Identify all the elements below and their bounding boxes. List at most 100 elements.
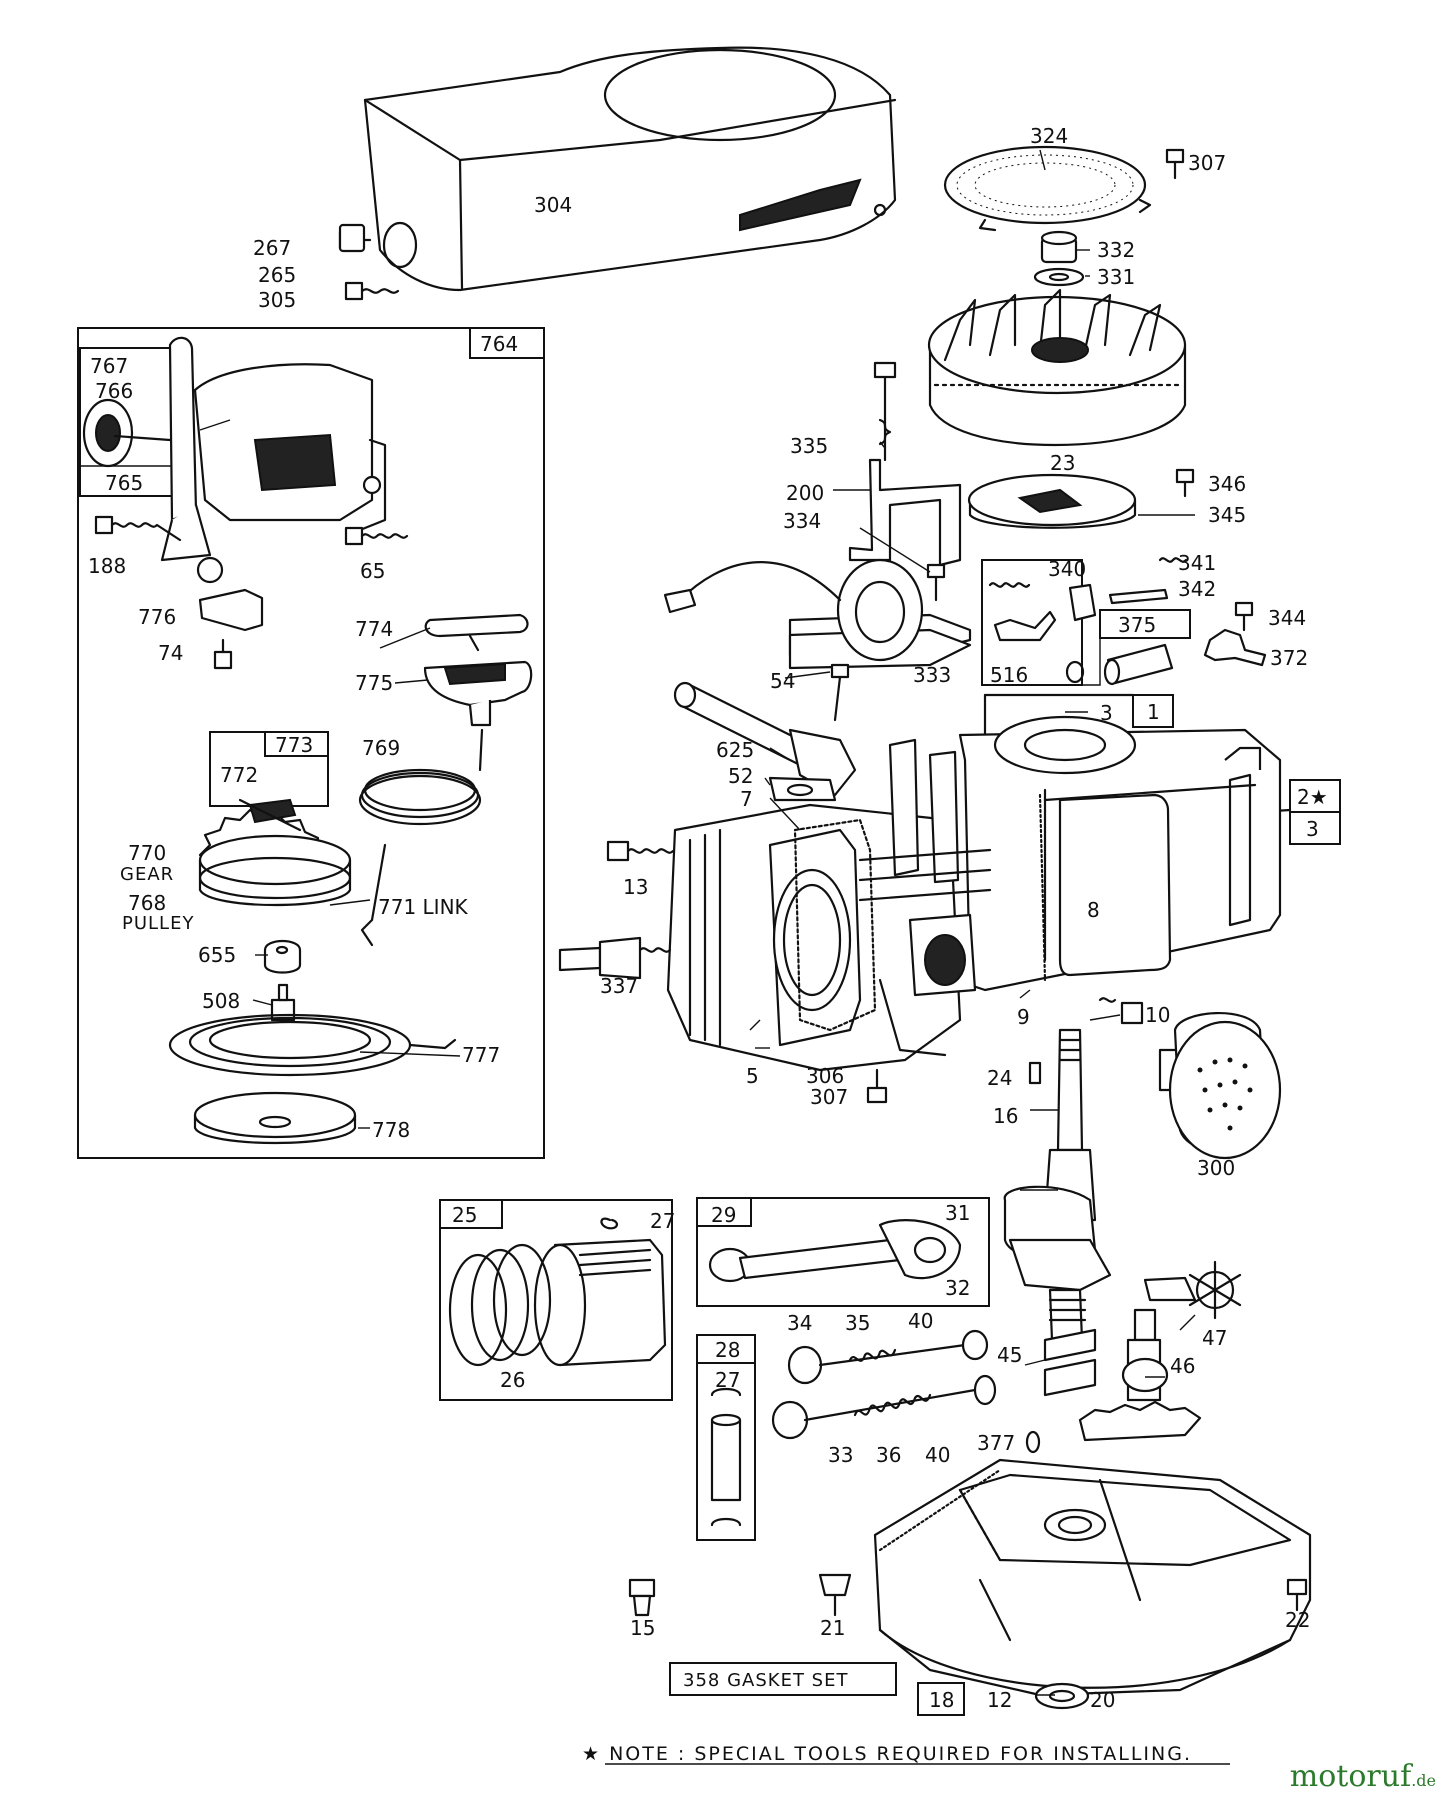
screw-346-part [1175,468,1195,498]
label-655: 655 [198,943,236,967]
rotating-screen-part [943,145,1152,232]
handle-775-part [423,660,533,727]
clip-372-part [1203,628,1267,667]
clip-27-part [600,1217,618,1230]
label-65: 65 [360,559,385,583]
label-770: 770 [128,841,166,865]
label-3: 3 [1100,701,1113,725]
label-331: 331 [1097,265,1135,289]
bracket-clip-part [993,610,1057,642]
crankshaft-16-part [1003,1028,1112,1342]
label-46: 46 [1170,1354,1195,1378]
label-267: 267 [253,236,291,260]
label-21: 21 [820,1616,845,1640]
label-74: 74 [158,641,183,665]
governor-47-part [1143,1260,1242,1320]
label-777: 777 [462,1043,500,1067]
label-23: 23 [1050,451,1075,475]
piston-pin-part [710,1387,742,1527]
retainer-655-part [263,939,302,974]
gasket-306-part [793,818,877,1032]
bolt-65-part [344,526,409,546]
label-25: 25 [452,1203,477,1227]
label-764: 764 [480,332,518,356]
label-769: 769 [362,736,400,760]
label-45: 45 [997,1343,1022,1367]
label-24: 24 [987,1066,1012,1090]
seal-20-part [1034,1682,1090,1710]
label-188: 188 [88,554,126,578]
plug-21-part [818,1573,852,1617]
flywheel-part [927,288,1187,447]
screw-344-part [1234,601,1254,632]
label-306: 306 [806,1064,844,1088]
watermark-logo: motoruf.de [1290,1759,1436,1794]
label-15: 15 [630,1616,655,1640]
armature-333-part [663,558,972,670]
screw-74-part [213,638,233,670]
label-775: 775 [355,671,393,695]
label-332: 332 [1097,238,1135,262]
label-767: 767 [90,354,128,378]
label-box-764 [469,327,545,359]
label-box-25 [439,1199,673,1401]
label-300: 300 [1197,1156,1235,1180]
bracket-200-part [848,458,962,567]
bracket-776-part [198,588,264,632]
label-377: 377 [977,1431,1015,1455]
label-304: 304 [534,193,572,217]
label-18: 18 [929,1688,954,1712]
condenser-part [1065,643,1174,686]
label-34: 34 [787,1311,812,1335]
oil-sump-part [873,1458,1312,1697]
label-box-2 [1289,779,1341,813]
label-265: 265 [258,263,296,287]
label-10: 10 [1145,1003,1170,1027]
screw-267-part [338,223,372,253]
label-200: 200 [786,481,824,505]
bolt-13-part [606,840,675,862]
label-358: 358 GASKET SET [683,1670,848,1691]
label-333: 333 [913,663,951,687]
label-13: 13 [623,875,648,899]
valve-33-part [771,1374,997,1440]
watermark-suffix: .de [1411,1771,1436,1790]
label-772: 772 [220,763,258,787]
label-40b: 40 [925,1443,950,1467]
valve-34-part [787,1329,989,1385]
label-3b: 3 [1306,817,1319,841]
screw-307b-part [866,1068,888,1104]
cover-778-part [193,1091,357,1145]
screw-341-part [1158,557,1188,563]
tappet-45-part [1043,1328,1097,1397]
footnote-special-tools: ★ NOTE : SPECIAL TOOLS REQUIRED FOR INST… [582,1743,1192,1765]
label-346: 346 [1208,472,1246,496]
label-28: 28 [715,1338,740,1362]
spark-plug-337-part [558,936,672,980]
label-7: 7 [740,787,753,811]
label-776: 776 [138,605,176,629]
label-20: 20 [1090,1688,1115,1712]
label-52: 52 [728,764,753,788]
label-8: 8 [1087,898,1100,922]
label-344: 344 [1268,606,1306,630]
label-508: 508 [202,989,240,1013]
label-32: 32 [945,1276,970,1300]
label-334: 334 [783,509,821,533]
handle-774-part [424,613,529,652]
label-35: 35 [845,1311,870,1335]
rope-769-part [358,728,484,826]
label-1: 1 [1147,700,1160,724]
label-5: 5 [746,1064,759,1088]
label-54: 54 [770,669,795,693]
label-625: 625 [716,738,754,762]
pin-377-part [1025,1430,1041,1454]
spring-777-part [168,1013,457,1077]
label-27b: 27 [715,1368,740,1392]
connecting-rod-part [708,1219,962,1283]
cylinder-block-part [958,715,1282,992]
drain-plug-15-part [628,1578,656,1617]
washer-331-part [1033,267,1085,287]
label-16: 16 [993,1104,1018,1128]
